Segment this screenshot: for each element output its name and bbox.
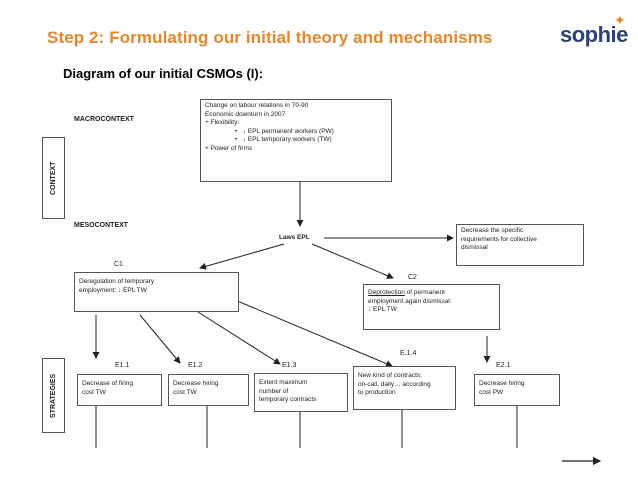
arrow-laws-to-c2 [311,243,394,279]
decrease-line-3: dismissal [461,244,488,252]
slide-title: Step 2: Formulating our initial theory a… [47,28,493,47]
e13-box: Extent maximum number of temporary contr… [254,373,348,412]
e12-label: E1.2 [188,362,203,369]
strategies-label: STRATEGIES [50,373,57,418]
c2-line-3: ↓ EPL TW [368,306,397,314]
e11-label: E1.1 [115,362,130,369]
e14-line-1: New kind of contracts: [358,372,422,379]
c1-line-1: Deregulation of temporary [79,278,155,285]
c1-label: C1 [114,261,123,268]
macro-line-5: • ↓ EPL temporary workers (TW) [235,136,332,144]
strategies-side-box: STRATEGIES [42,358,65,433]
e12-line-2: cost TW [173,388,197,396]
e12-line-1: Decrease hiring [173,380,219,387]
e13-line-3: temporary contracts [259,396,317,404]
decrease-line-1: Decrease the specific [461,227,524,234]
diagram-subtitle: Diagram of our initial CSMOs (I): [63,66,264,81]
e21-label: E2.1 [496,362,511,369]
e11-box: Decrease of firing cost TW [77,374,162,406]
macro-line-2: Economic downturn in 2007 [205,110,286,118]
e13-label: E1.3 [282,362,297,369]
c2-box: Deprotection of permanent employment aga… [363,284,500,330]
c1-box: Deregulation of temporary employment: ↓ … [74,272,239,312]
context-label: CONTEXT [50,161,57,195]
macro-line-4: • ↓ EPL permanent workers (PW) [235,127,334,135]
macro-line-1: Change on labour relations in 70-90 [205,102,309,109]
e14-label: E.1.4 [400,350,417,357]
star-icon: ✦ [614,12,626,28]
e13-line-2: number of [259,387,289,395]
macro-line-3: + Flexibility: [205,119,240,127]
logo-wordmark: sophie [560,22,628,47]
laws-epl-label: Laws EPL [279,234,310,241]
e14-line-2: on-call, daily… according [358,380,431,388]
c2-label: C2 [408,274,417,281]
c2-line-1-rest: of permanent [404,289,445,296]
c2-line-1: Deprotection of permanent [368,289,495,298]
macro-line-4-text: ↓ EPL permanent workers (PW) [242,127,334,135]
e14-box: New kind of contracts: on-call, daily… a… [353,366,456,410]
sophie-logo: sophie ✦ [560,12,630,54]
macro-line-6: + Power of firms [205,144,253,152]
e14-line-3: to production [358,389,396,397]
e21-line-1: Decrease hiring [479,380,525,387]
macro-line-5-text: ↓ EPL temporary workers (TW) [242,136,332,144]
arrow-laws-to-c1 [199,243,285,270]
macrocontext-label: MACROCONTEXT [74,116,134,123]
e12-box: Decrease hiring cost TW [168,374,249,406]
e11-line-2: cost TW [82,388,106,396]
arrow-c1-to-e12 [139,314,181,364]
c1-line-2: employment: ↓ EPL TW [79,286,147,294]
e11-line-1: Decrease of firing [82,380,133,387]
c2-line-1-underlined: Deprotection [368,289,405,296]
c2-line-2: employment again dismissal: [368,297,452,305]
e21-box: Decrease hiring cost PW [474,374,560,406]
context-side-box: CONTEXT [42,137,65,219]
arrow-c1-to-e13 [197,311,281,365]
mesocontext-label: MESOCONTEXT [74,222,129,229]
e21-line-2: cost PW [479,388,504,396]
decrease-line-2: requirements for collective [461,235,537,243]
decrease-requirements-box: Decrease the specific requirements for c… [456,224,584,266]
arrow-c1-to-e14 [234,299,393,367]
macro-context-box: Change on labour relations in 70-90 Econ… [200,99,392,182]
e13-line-1: Extent maximum [259,379,308,386]
